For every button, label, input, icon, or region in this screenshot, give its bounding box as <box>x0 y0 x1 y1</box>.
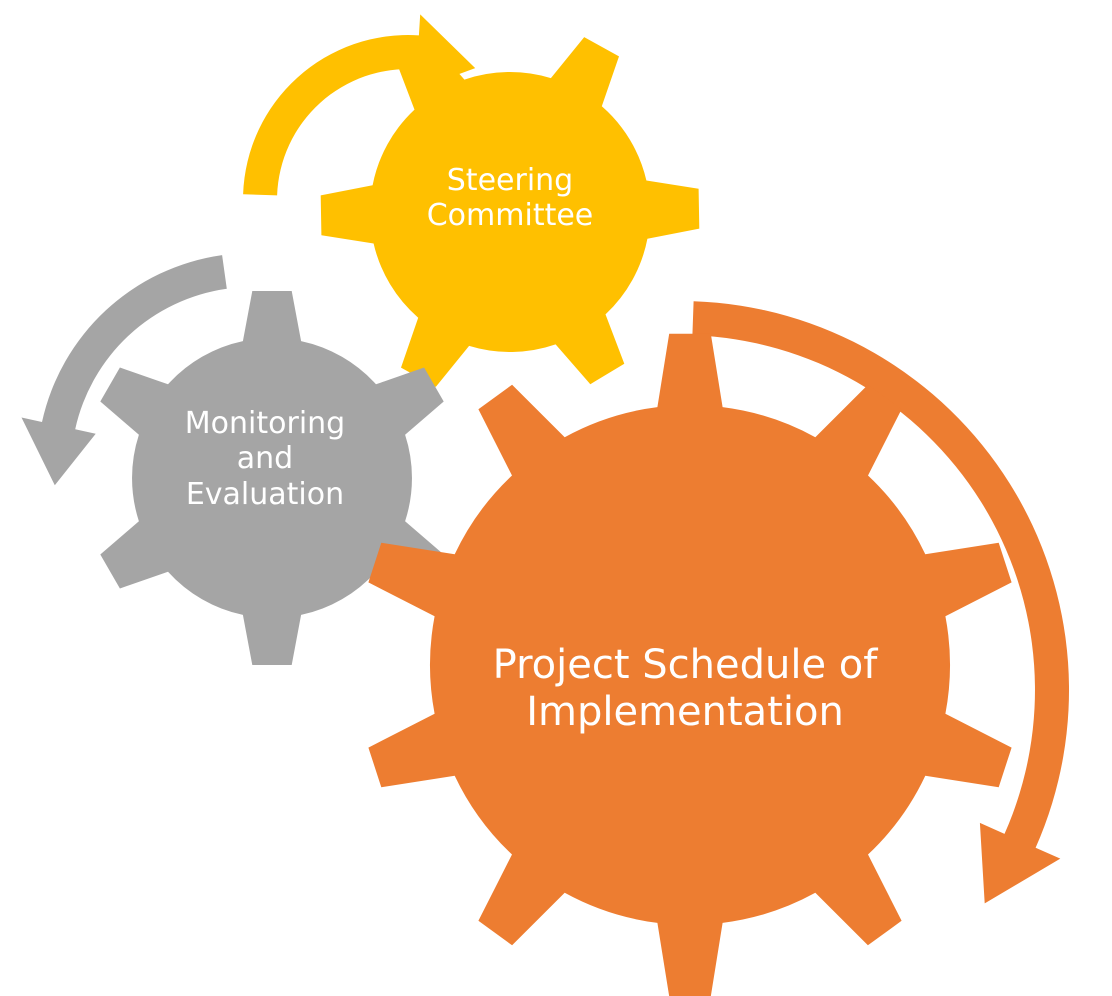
steering-committee-label: Steering Committee <box>390 163 630 234</box>
project-label-line2: Implementation <box>526 689 844 736</box>
monitoring-label-line2: and <box>236 441 294 477</box>
project-cycle-arrow <box>692 301 1070 904</box>
monitoring-cycle-arrow <box>21 255 227 486</box>
monitoring-label-line1: Monitoring <box>184 406 346 441</box>
steering-label-line2: Committee <box>426 198 594 234</box>
project-schedule-label: Project Schedule of Implementation <box>450 642 920 736</box>
steering-label-line1: Steering <box>446 163 574 198</box>
monitoring-label-line3: Evaluation <box>185 476 345 512</box>
project-label-line1: Project Schedule of <box>492 642 878 688</box>
monitoring-evaluation-label: Monitoring and Evaluation <box>150 406 380 512</box>
steering-committee-gear <box>320 37 700 387</box>
project-schedule-gear <box>368 333 1012 996</box>
monitoring-evaluation-gear <box>100 291 444 665</box>
